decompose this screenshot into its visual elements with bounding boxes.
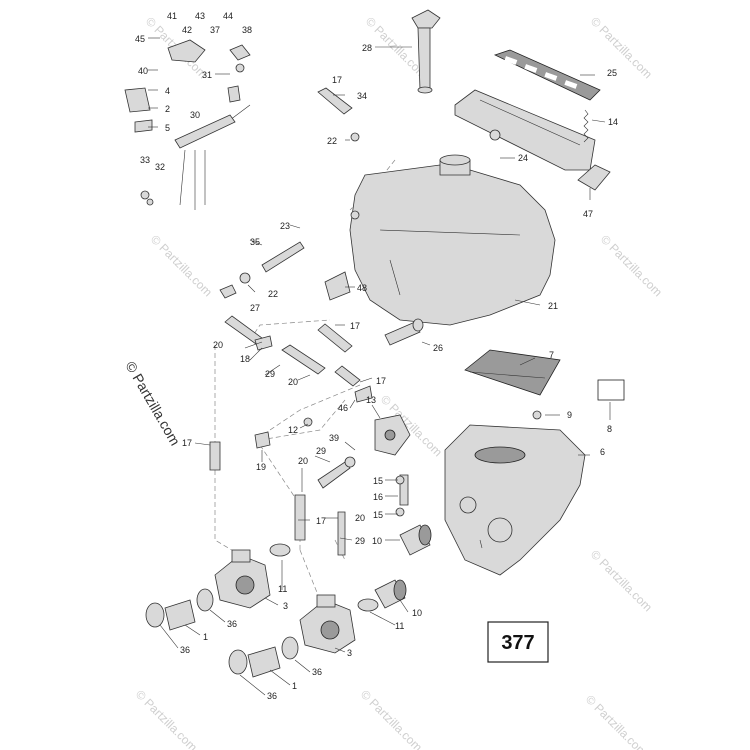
callout-21: 27 — [250, 303, 260, 313]
leader-lines — [148, 37, 611, 696]
callout-29c: 29 — [355, 536, 365, 546]
callout-43: 43 — [195, 11, 205, 21]
callout-29b: 29 — [316, 446, 326, 456]
callout-25: 25 — [607, 68, 617, 78]
fuel-sender — [411, 9, 441, 94]
callout-7: 7 — [549, 350, 554, 360]
intake-boot-lower — [228, 636, 299, 678]
watermark-text: © Partzilla.com — [588, 14, 655, 81]
watermark-text: © Partzilla.com — [148, 232, 215, 299]
callout-20b: 20 — [288, 377, 298, 387]
fuel-hoses — [209, 87, 409, 556]
callout-9: 9 — [567, 410, 572, 420]
callout-20: 20 — [213, 340, 223, 350]
watermark-text: © Partzilla.com — [598, 232, 665, 299]
callout-11b: 11 — [395, 621, 404, 631]
callout-15b: 15 — [373, 510, 383, 520]
callout-8: 8 — [607, 424, 612, 434]
callout-6: 6 — [600, 447, 605, 457]
callout-36b: 36 — [180, 645, 190, 655]
callout-20c: 20 — [298, 456, 308, 466]
callout-36d: 36 — [267, 691, 277, 701]
callout-37: 37 — [210, 25, 220, 35]
callout-40: 40 — [138, 66, 148, 76]
callout-23: 23 — [280, 221, 290, 231]
callout-33: 33 — [140, 155, 150, 165]
callout-22b: 22 — [268, 289, 278, 299]
callout-46: 46 — [338, 403, 348, 413]
callout-11: 11 — [278, 584, 287, 594]
tank-strap — [493, 49, 601, 101]
fuel-tank — [349, 154, 556, 326]
intake-boot-upper — [145, 588, 214, 631]
callout-20d: 20 — [355, 513, 365, 523]
callout-2: 2 — [165, 104, 170, 114]
callout-36: 36 — [227, 619, 237, 629]
callout-28: 28 — [362, 43, 372, 53]
callout-35: 35 — [250, 237, 260, 247]
callout-31: 31 — [202, 70, 212, 80]
tank-support-plate — [454, 89, 596, 171]
callout-42: 42 — [182, 25, 192, 35]
page-number: 377 — [501, 632, 534, 654]
callout-12: 12 — [288, 425, 298, 435]
callout-1: 1 — [203, 632, 208, 642]
side-watermark: © Partzilla.com — [122, 359, 183, 449]
callout-17b: 17 — [350, 321, 360, 331]
carburetor-lower — [299, 594, 356, 654]
callout-45: 45 — [135, 34, 145, 44]
spring — [583, 109, 589, 143]
fuel-pump — [374, 414, 411, 456]
callout-22: 22 — [327, 136, 337, 146]
callout-41: 41 — [167, 11, 177, 21]
callout-26: 26 — [433, 343, 443, 353]
callout-27: 21 — [548, 301, 558, 311]
callout-32: 32 — [155, 162, 165, 172]
callout-44: 44 — [223, 11, 233, 21]
fittings — [219, 63, 542, 517]
callout-3: 3 — [283, 601, 288, 611]
callout-4: 4 — [165, 86, 170, 96]
callout-24: 24 — [518, 153, 528, 163]
callout-15: 15 — [373, 476, 383, 486]
decal-box — [597, 379, 625, 401]
callout-5: 5 — [165, 123, 170, 133]
callout-38: 38 — [242, 25, 252, 35]
fuel-filter — [384, 318, 424, 346]
carburetor-upper — [214, 549, 271, 609]
callout-17d: 17 — [182, 438, 192, 448]
callout-29: 29 — [265, 369, 275, 379]
callout-39: 39 — [329, 433, 339, 443]
callout-10: 10 — [372, 536, 382, 546]
oil-tank — [444, 424, 586, 576]
clamps — [269, 543, 379, 612]
callout-36c: 36 — [312, 667, 322, 677]
callout-17c: 17 — [376, 376, 386, 386]
filter-element — [464, 349, 561, 396]
callout-1b: 1 — [292, 681, 297, 691]
callout-30: 30 — [190, 110, 200, 120]
rubber-adaptors — [374, 524, 432, 609]
watermark-text: © Partzilla.com — [358, 687, 425, 750]
callout-47: 47 — [583, 209, 593, 219]
callout-48: 48 — [357, 283, 367, 293]
callout-19: 19 — [256, 462, 266, 472]
callout-13: 13 — [366, 395, 376, 405]
callout-10b: 10 — [412, 608, 422, 618]
callout-18: 18 — [240, 354, 250, 364]
watermark-text: © Partzilla.com — [583, 692, 650, 750]
callout-34: 34 — [357, 91, 367, 101]
callout-17: 17 — [332, 75, 342, 85]
watermark-text: © Partzilla.com — [133, 687, 200, 750]
cable-assembly — [124, 39, 251, 210]
watermark-text: © Partzilla.com — [588, 547, 655, 614]
bracket — [577, 164, 611, 191]
callout-14: 14 — [608, 117, 618, 127]
page-number-box: 377 — [487, 621, 549, 663]
callout-labels: 41 43 44 45 42 37 38 40 31 4 2 5 30 33 3… — [135, 11, 618, 701]
callout-16: 16 — [373, 492, 383, 502]
callout-17e: 17 — [316, 516, 326, 526]
callout-3b: 3 — [347, 648, 352, 658]
